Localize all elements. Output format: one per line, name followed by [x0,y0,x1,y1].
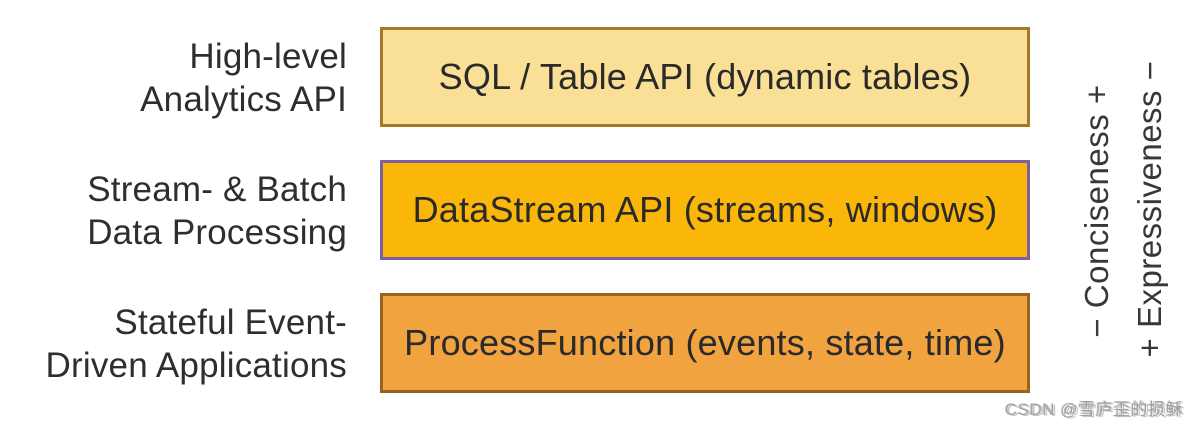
axis-caption-conciseness: − Conciseness + [1078,84,1115,338]
layer-box-processfunction: ProcessFunction (events, state, time) [380,293,1030,393]
layer-box-label: DataStream API (streams, windows) [412,189,998,230]
layer-box-sql-table-api: SQL / Table API (dynamic tables) [380,27,1030,127]
axis-caption-expressiveness: + Expressiveness − [1131,60,1168,358]
csdn-watermark: CSDN @雪庐歪的损稣 [1004,400,1183,419]
layer-label-line: Analytics API [140,80,347,119]
layer-box-datastream-api: DataStream API (streams, windows) [380,160,1030,260]
layer-box-label: ProcessFunction (events, state, time) [404,322,1006,363]
layer-label-line: Stateful Event- [114,303,347,342]
layer-label-stateful-event: Stateful Event- Driven Applications [0,301,347,387]
layer-label-line: Driven Applications [45,346,347,385]
layer-label-line: Stream- & Batch [87,170,347,209]
layer-box-label: SQL / Table API (dynamic tables) [438,56,972,97]
layer-label-analytics: High-level Analytics API [0,35,347,121]
layer-label-line: High-level [189,37,347,76]
layer-label-stream-batch: Stream- & Batch Data Processing [0,168,347,254]
layer-label-line: Data Processing [87,213,347,252]
